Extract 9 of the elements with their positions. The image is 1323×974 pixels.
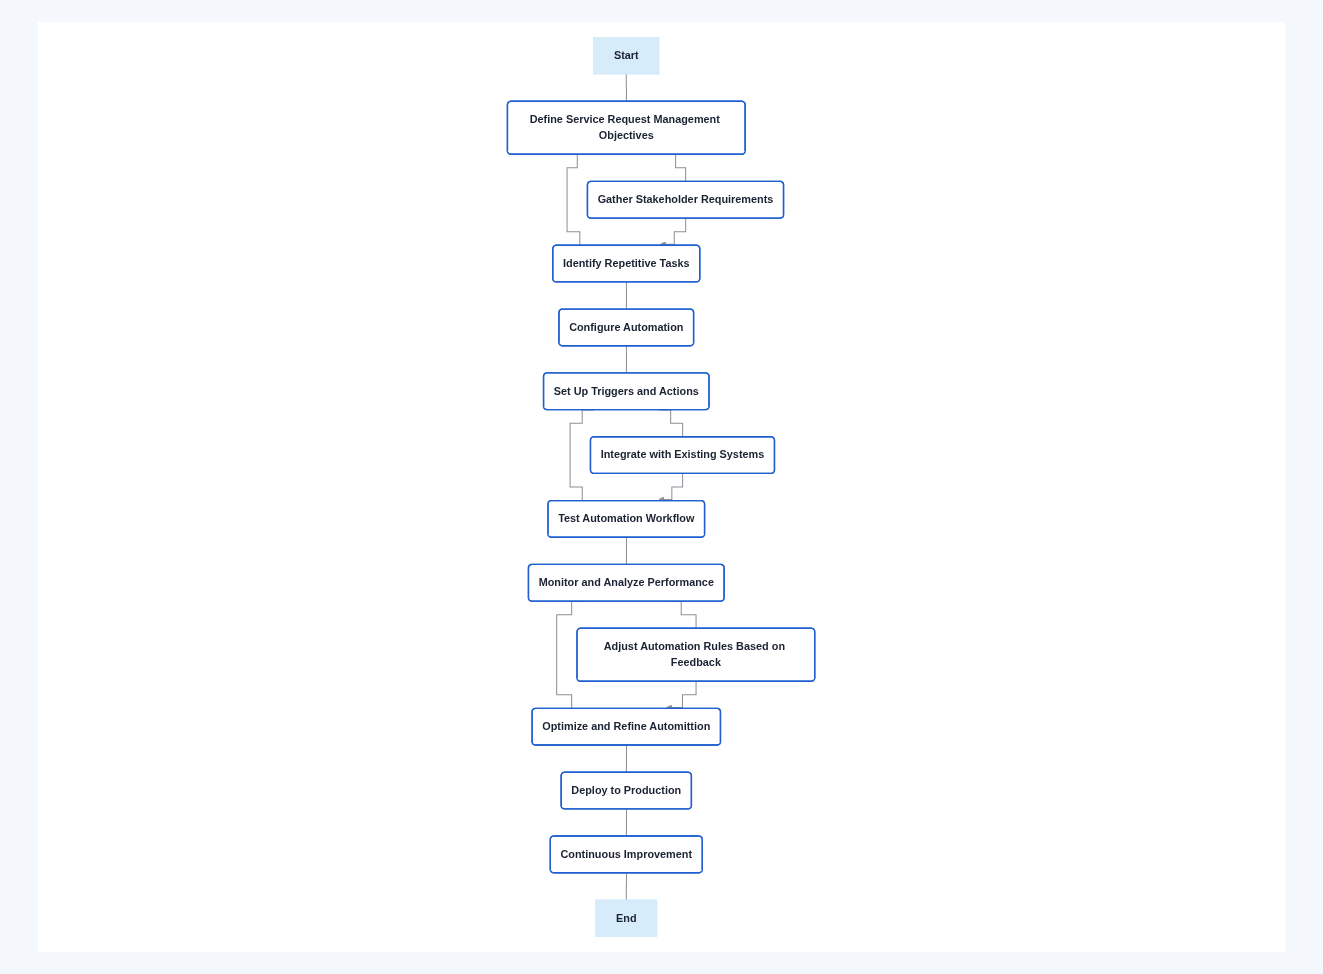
connector — [626, 872, 628, 901]
connector — [626, 808, 628, 837]
connector — [626, 73, 628, 103]
connector — [626, 345, 628, 374]
node-box: Start — [593, 37, 660, 75]
connector — [626, 537, 628, 566]
connector — [626, 744, 628, 774]
connector — [626, 281, 628, 310]
node-box: End — [595, 899, 658, 937]
